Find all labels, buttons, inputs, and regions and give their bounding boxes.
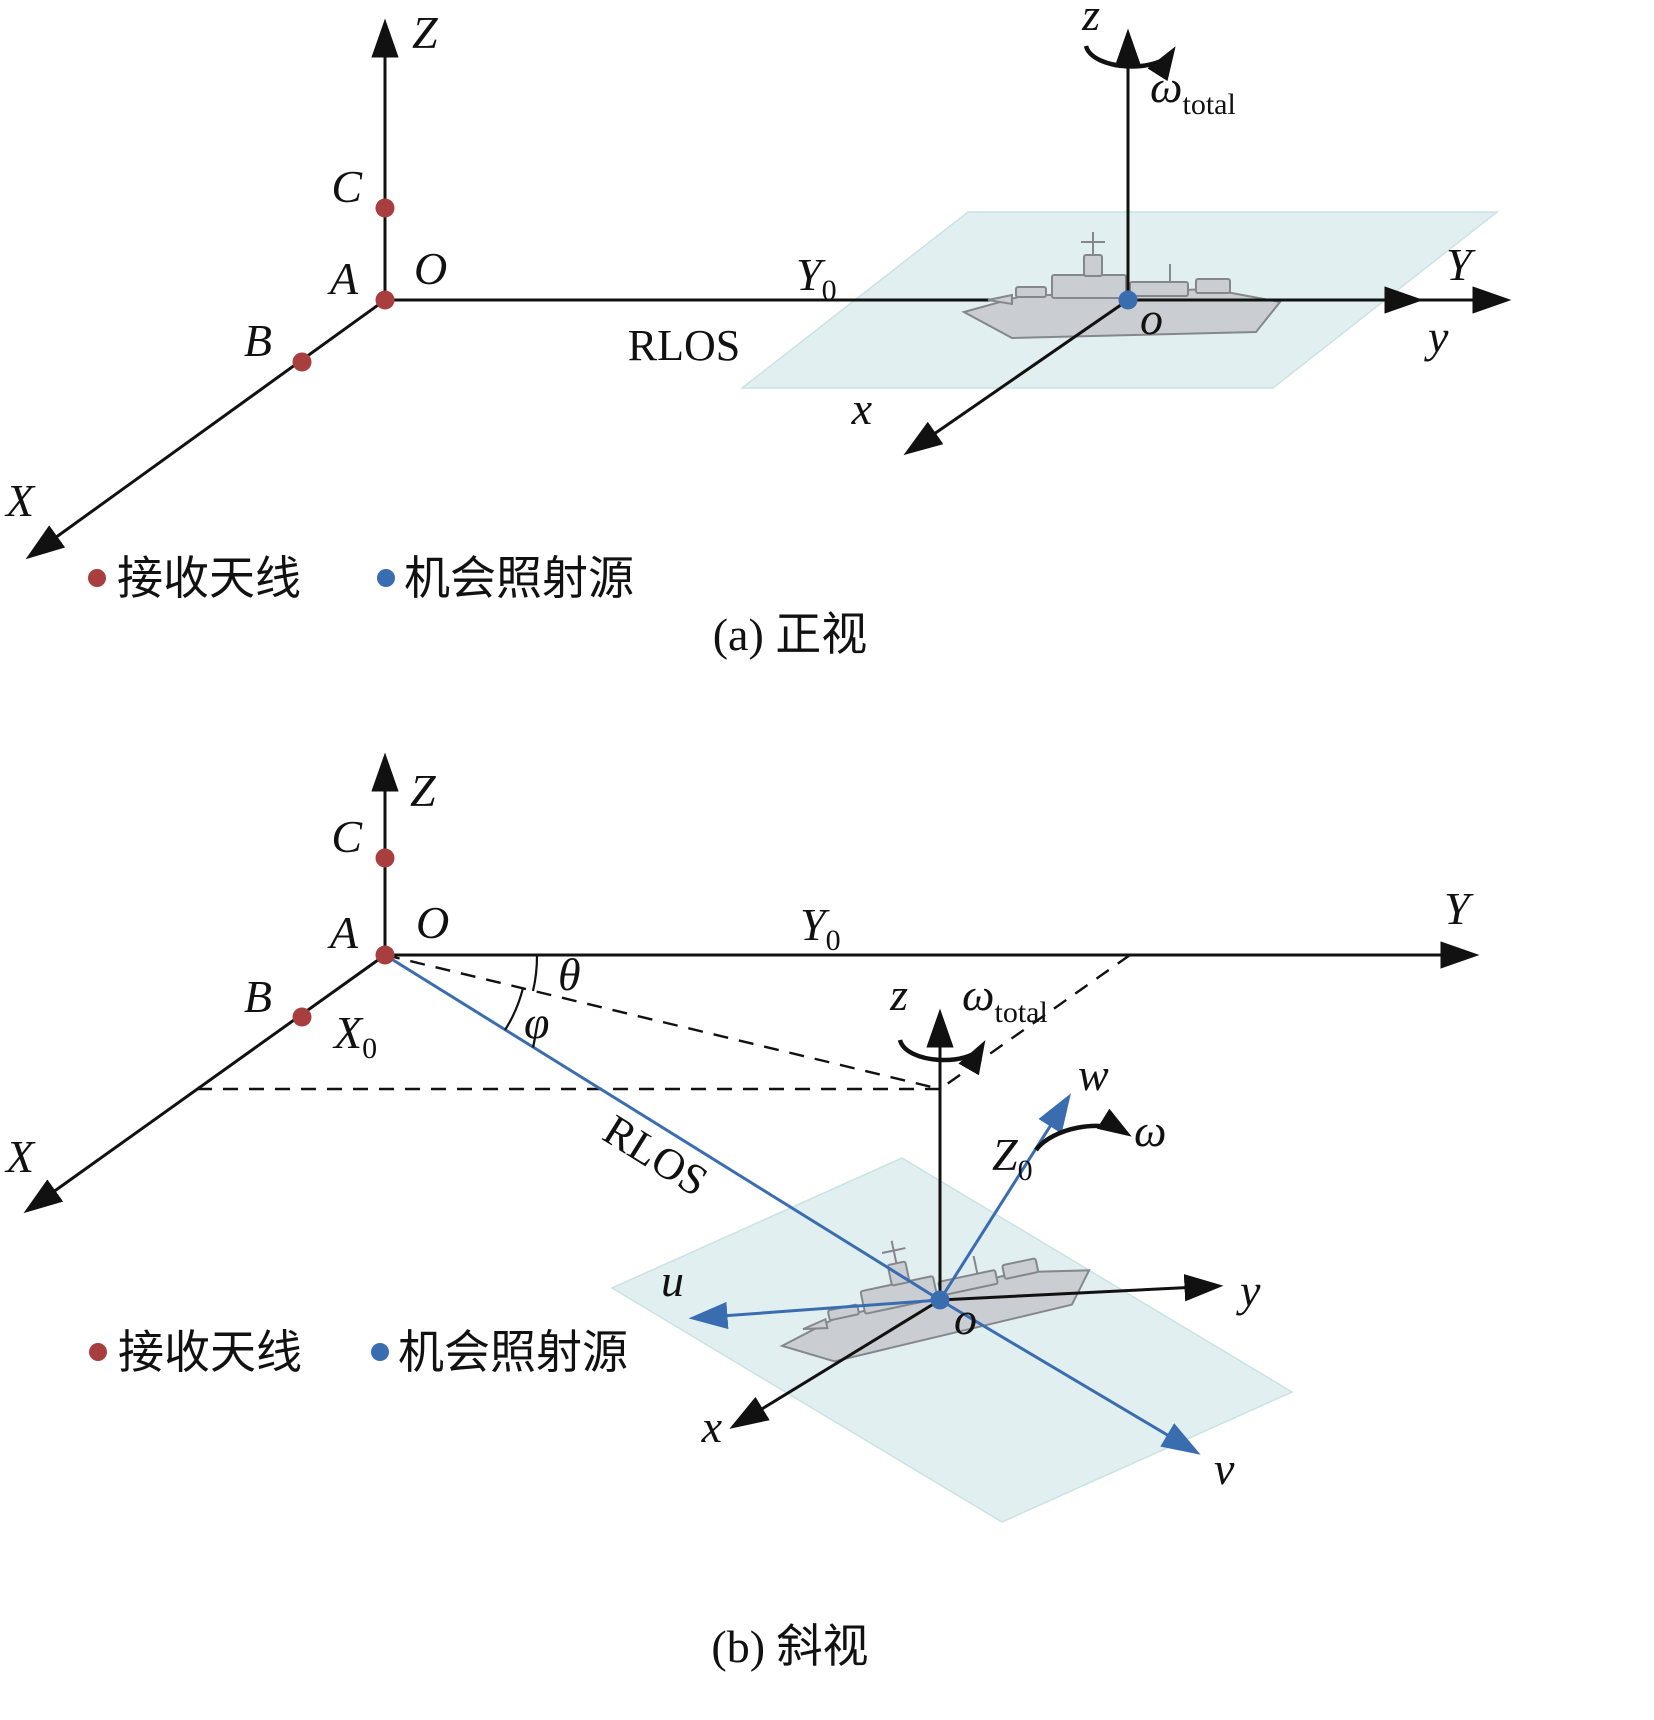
v-axis-b [939,1298,1201,1455]
X0-label-b: X0 [332,1007,377,1065]
omega-label-b: ω [1134,1105,1166,1156]
illuminator-dot-o-a [1118,290,1138,310]
rotation-arrow-z-b [897,1039,986,1076]
X-axis-b [23,953,386,1214]
target-x-axis-b [729,1298,941,1429]
rlos-label-b: RLOS [595,1105,716,1206]
origin-O-label-b: O [416,897,449,948]
caption-b: (b) 斜视 [711,1621,868,1672]
legend-illuminator-dot-a [377,569,395,587]
target-x-label-b: x [701,1401,723,1452]
origin-O-label-a: O [414,243,447,294]
legend-receiver-dot-a [88,569,106,587]
legend-illuminator-label-b: 机会照射源 [398,1327,628,1378]
u-axis-label-b: u [661,1255,684,1306]
receiver-dot-B-a [292,352,312,372]
target-o-label-a: o [1140,293,1163,344]
point-A-label-b: A [327,907,359,958]
legend-b: 接收天线 机会照射源 [89,1327,628,1378]
Z-axis-label-b: Z [410,765,436,816]
rlos-line-b [384,953,941,1302]
target-x-label-a: x [851,383,873,434]
panel-b: Z C A O B X0 X Y Y0 θ φ RLOS z ωtotal Z0… [4,752,1480,1672]
theta-angle-arc [531,954,539,992]
rlos-ground-projection-dashed [384,953,941,1091]
target-y-label-b: y [1236,1265,1261,1316]
w-axis-b [938,1093,1071,1301]
phi-angle-arc [504,987,525,1031]
Y0-label-b: Y0 [800,899,841,957]
target-z-label-b: z [889,969,908,1020]
u-axis-b [688,1298,941,1330]
theta-label-b: θ [558,949,581,1000]
receiver-dot-A-b [375,945,395,965]
legend-receiver-label-a: 接收天线 [117,553,301,604]
receiver-dot-C-a [375,198,395,218]
X-axis-a [25,298,386,560]
target-y-label-a: y [1424,311,1449,362]
point-B-label-a: B [244,315,272,366]
sea-plane-b [610,1157,1294,1523]
receiver-dot-A-a [375,290,395,310]
v-axis-label-b: v [1214,1443,1235,1494]
caption-a: (a) 正视 [713,609,868,660]
legend-a: 接收天线 机会照射源 [88,553,634,604]
rotation-arrow-w-b [1034,1108,1132,1152]
receiver-dot-B-b [292,1007,312,1027]
Y-axis-label-a: Y [1446,239,1476,290]
Y-axis-label-b: Y [1444,883,1474,934]
legend-receiver-dot-b [89,1343,107,1361]
legend-illuminator-dot-b [371,1343,389,1361]
illuminator-dot-o-b [930,1290,950,1310]
Z0-label-b: Z0 [992,1129,1033,1187]
receiver-dot-C-b [375,848,395,868]
legend-illuminator-label-a: 机会照射源 [404,553,634,604]
rotation-arrow-a [1083,45,1176,82]
target-x-axis-a [903,298,1129,456]
target-z-label-a: z [1081,0,1100,40]
phi-label-b: φ [524,997,549,1048]
X-axis-label-a: X [4,475,36,526]
point-C-label-b: C [331,811,363,862]
X-axis-label-b: X [4,1131,36,1182]
point-C-label-a: C [331,161,363,212]
point-A-label-a: A [327,253,359,304]
rlos-label-a: RLOS [628,321,740,370]
panel-a: Z C A O B X Y Y0 RLOS z o x y ωtotal 接收天… [4,0,1512,660]
Y0-label-a: Y0 [796,249,837,307]
omega-total-label-b: ωtotal [962,969,1048,1029]
omega-total-label-a: ωtotal [1150,61,1236,121]
legend-receiver-label-b: 接收天线 [118,1327,302,1378]
w-axis-label-b: w [1078,1049,1109,1100]
target-y-axis-b [939,1274,1224,1302]
point-B-label-b: B [244,971,272,1022]
Z-axis-label-a: Z [412,7,438,58]
target-o-label-b: o [954,1293,977,1344]
